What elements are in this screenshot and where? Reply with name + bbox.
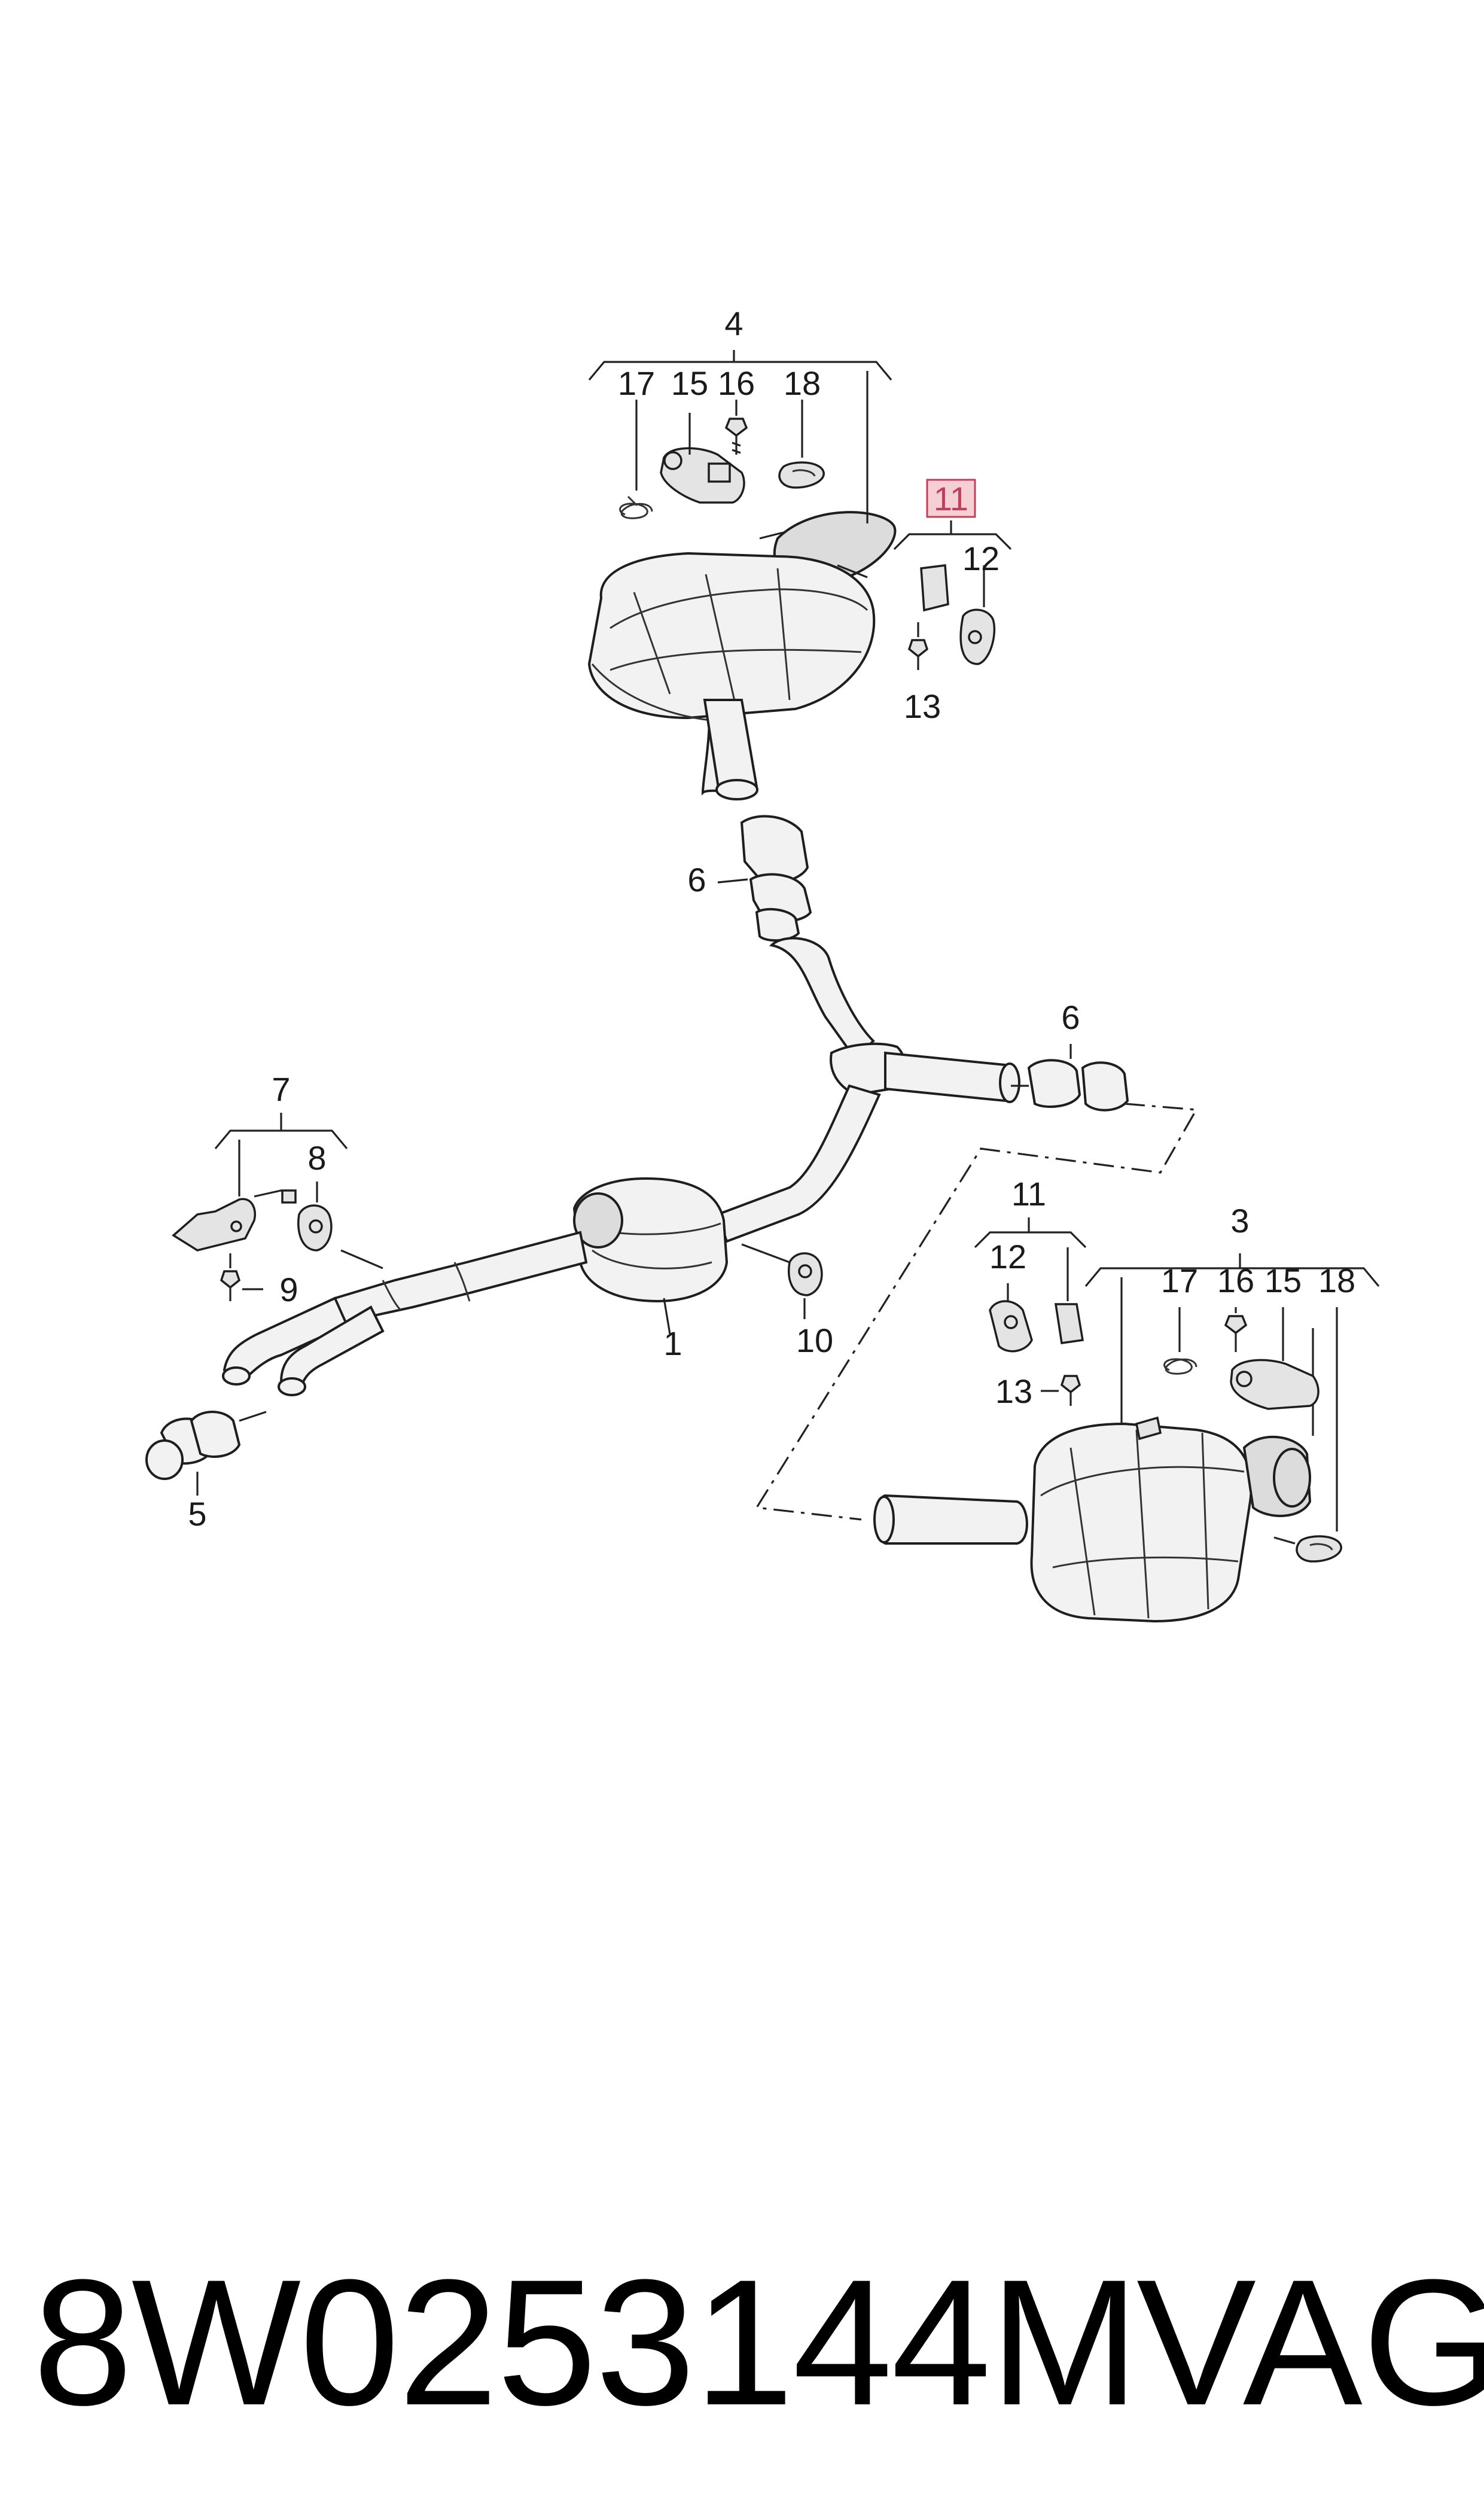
label-8: 8 [307,1139,326,1177]
label-13-lower: 13 [995,1372,1032,1410]
label-11-highlighted: 11 [934,480,968,517]
label-4: 4 [724,305,743,342]
screw-right: 16 [1217,1262,1254,1352]
bolt-left: 13 [904,622,941,725]
spring-right: 17 [1161,1262,1198,1375]
actuator-right: 15 [1230,1262,1320,1410]
brand-label: VAG [1136,2242,1484,2443]
screw-left: 16 [718,364,755,455]
rubber-mount-right: 12 [989,1238,1084,1353]
main-pipe-assembly: 1 [222,937,1020,1396]
clamp-front: 5 [145,1411,267,1533]
clamp-right: 6 [1011,998,1129,1112]
label-12-upper: 12 [962,540,1000,577]
label-6-upper: 6 [687,861,706,899]
connection-lines [755,1103,1198,1521]
bolt-right: 13 [995,1372,1162,1441]
label-15-lower: 15 [1264,1262,1302,1299]
clamp-upper: 6 [687,815,812,942]
clip-right: 18 [1273,1262,1355,1563]
label-6-right: 6 [1061,998,1080,1036]
bracket-bolt: 9 [220,1253,298,1308]
rear-muffler-left [587,511,897,800]
label-18: 18 [784,364,821,402]
label-5: 5 [188,1495,206,1533]
mount-group-left: 11 [893,479,1012,550]
label-15: 15 [671,364,708,402]
hanger-bracket-group: 7 [172,1070,348,1252]
label-9: 9 [279,1271,298,1308]
label-3: 3 [1230,1202,1249,1240]
label-12-lower: 12 [989,1238,1026,1275]
mount-rubber-center: 10 [741,1243,833,1359]
label-17: 17 [618,364,655,402]
rear-muffler-right [873,1328,1314,1623]
highlight-box [926,479,976,518]
label-7: 7 [272,1070,290,1108]
label-11-lower: 11 [1011,1175,1046,1213]
group-bracket-4: 4 [588,305,892,523]
mount-group-right: 11 [974,1175,1087,1249]
part-number: 8W0253144M [33,2242,1139,2443]
rubber-mount-left: 12 [920,540,1000,665]
label-16: 16 [718,364,755,402]
actuator-left: 15 [660,364,745,504]
label-17-lower: 17 [1161,1262,1198,1299]
bracket-rubber: 8 [297,1139,383,1269]
group-bracket-3: 3 [1084,1202,1380,1424]
spring-left: 17 [618,364,655,519]
label-16-lower: 16 [1217,1262,1254,1299]
label-13-upper: 13 [904,687,941,725]
label-1: 1 [663,1325,682,1362]
label-10: 10 [796,1322,833,1359]
clip-left: 18 [778,364,825,489]
label-18-lower: 18 [1318,1262,1355,1299]
